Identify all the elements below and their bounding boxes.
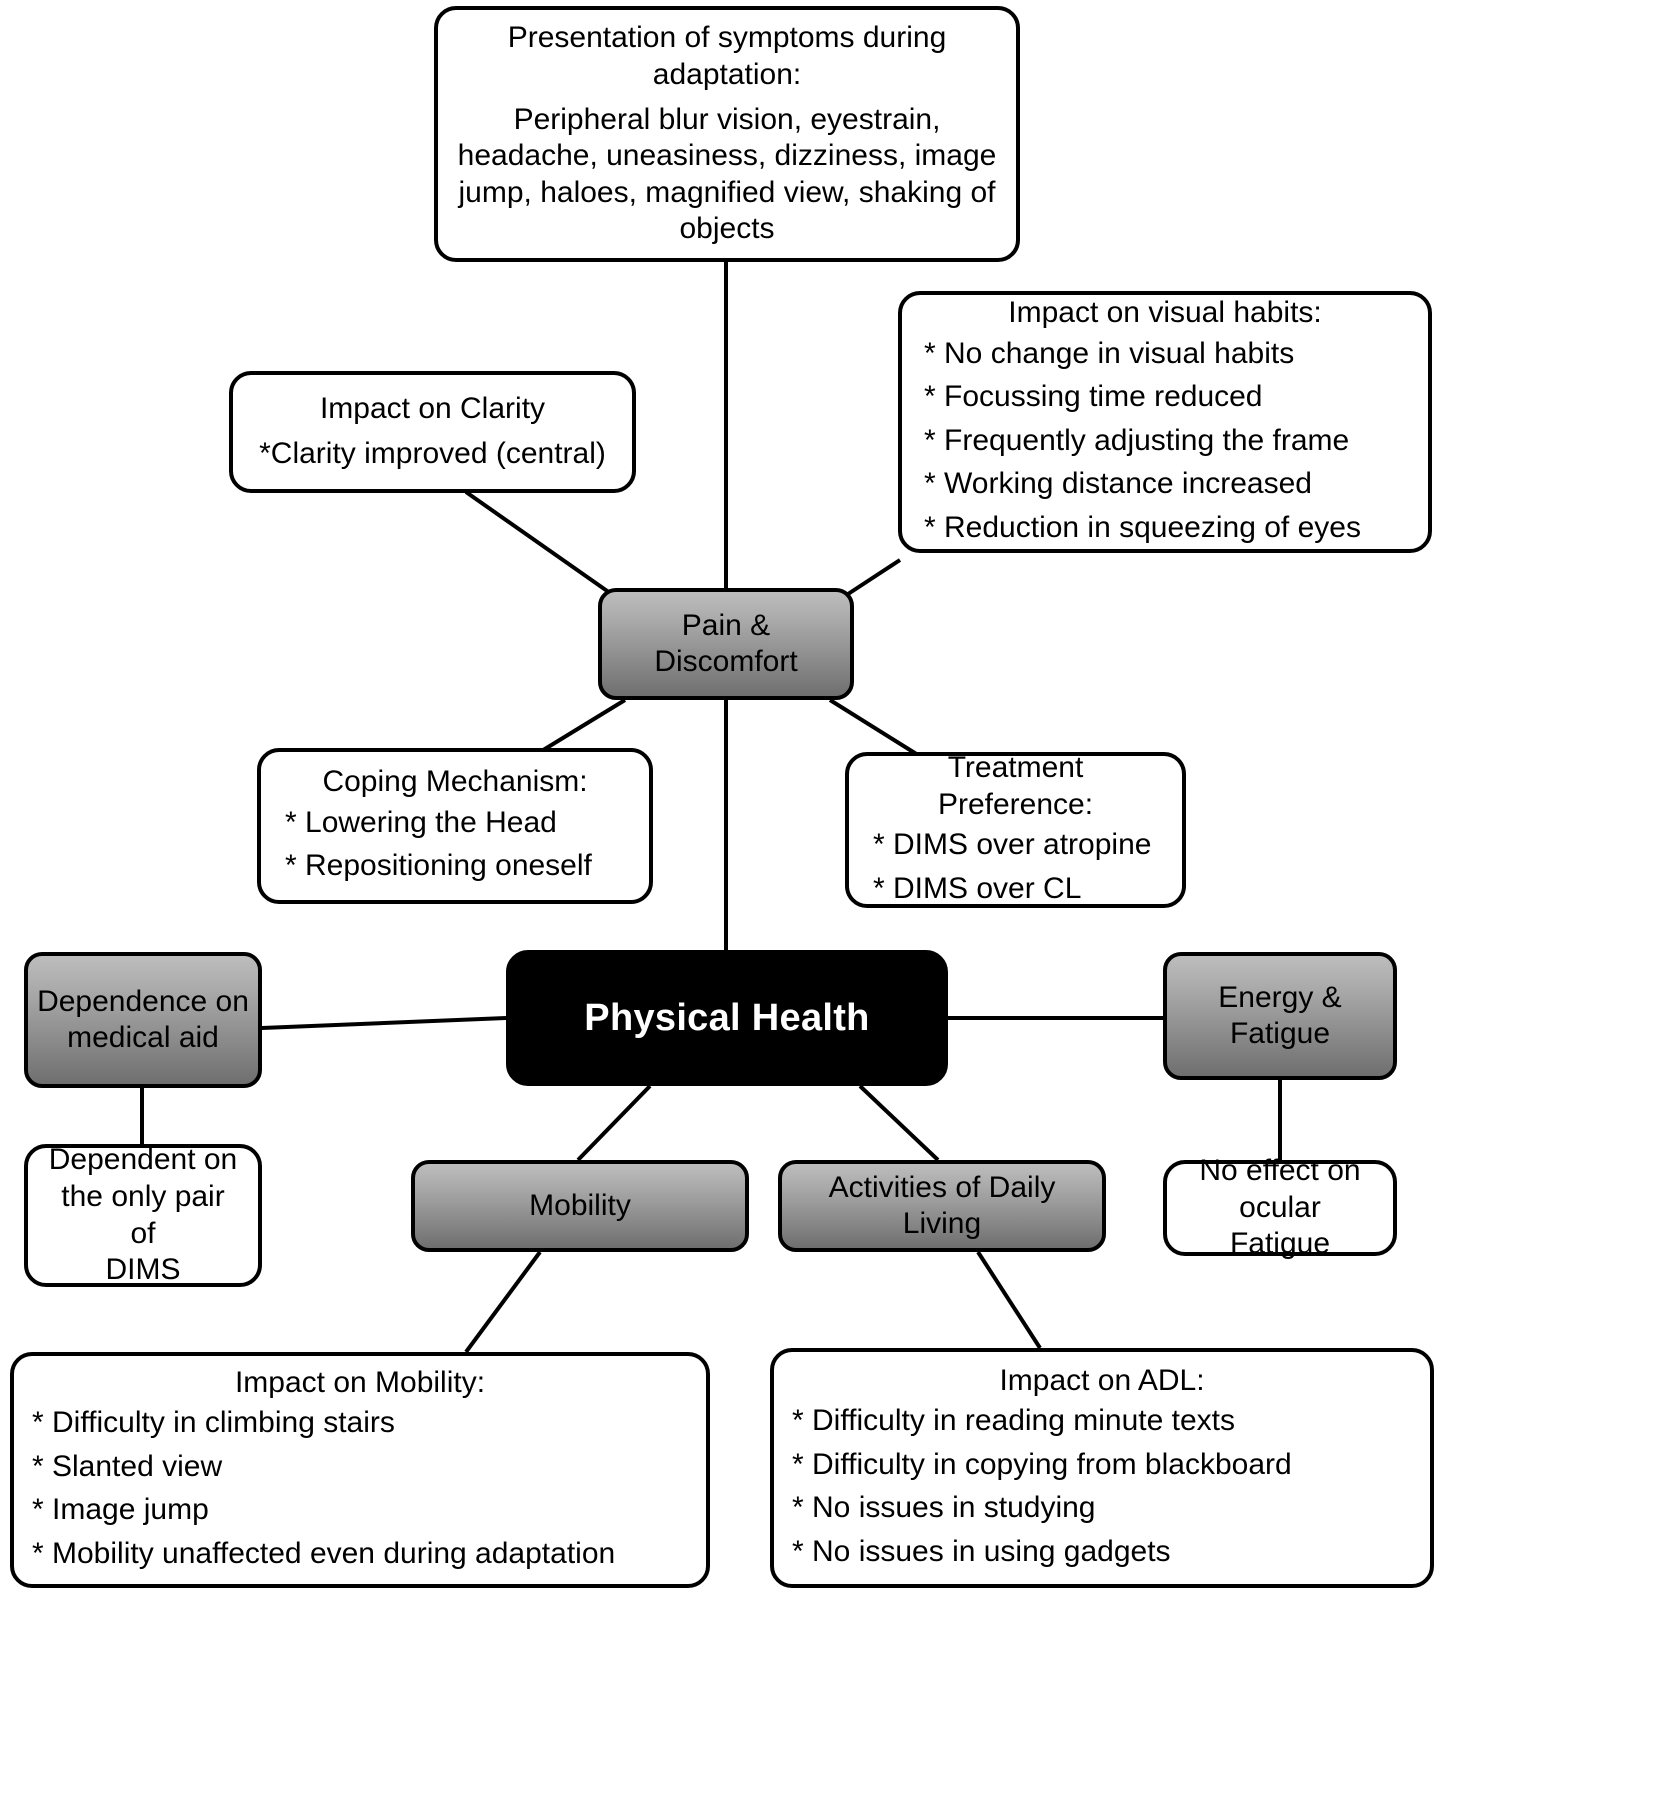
list-item: * Lowering the Head bbox=[285, 805, 557, 839]
edge-root-dependence bbox=[261, 1016, 507, 1030]
list-item: * Image jump bbox=[32, 1493, 209, 1527]
list-item: * Mobility unaffected even during adapta… bbox=[32, 1536, 616, 1570]
theme-node-pain-discomfort[interactable]: Pain & Discomfort bbox=[598, 588, 854, 700]
edge-pain-treatment bbox=[828, 698, 920, 757]
list-item: * DIMS over atropine bbox=[873, 828, 1152, 862]
callout-visual-habits: Impact on visual habits: * No change in … bbox=[898, 291, 1432, 553]
list-item: * Reduction in squeezing of eyes bbox=[924, 510, 1361, 544]
callout-visual-habits-list: * No change in visual habits * Focussing… bbox=[924, 332, 1406, 550]
callout-symptoms-body: Peripheral blur vision, eyestrain, heada… bbox=[457, 102, 997, 246]
callout-visual-habits-title: Impact on visual habits: bbox=[1008, 295, 1322, 329]
theme-node-energy-and-fatigue[interactable]: Energy & Fatigue bbox=[1163, 952, 1397, 1080]
edge-adl-impact bbox=[976, 1250, 1042, 1350]
callout-dependent-on-only-pair: Dependent on the only pair of DIMS bbox=[24, 1143, 262, 1287]
list-item: * Working distance increased bbox=[924, 467, 1312, 501]
theme-node-label: Activities of Daily Living bbox=[828, 1171, 1056, 1240]
callout-symptoms: Presentation of symptoms during adaptati… bbox=[434, 6, 1020, 262]
callout-clarity-body: *Clarity improved (central) bbox=[259, 437, 606, 470]
edge-visualhabits-pain bbox=[843, 558, 902, 598]
callout-adl-list: * Difficulty in reading minute texts * D… bbox=[792, 1399, 1412, 1573]
list-item: * Repositioning oneself bbox=[285, 849, 592, 883]
root-node-physical-health[interactable]: Physical Health bbox=[506, 950, 948, 1086]
edge-clarity-pain bbox=[464, 490, 622, 602]
callout-treatment-preference: Treatment Preference: * DIMS over atropi… bbox=[845, 750, 1186, 910]
callout-coping-mechanism: Coping Mechanism: * Lowering the Head * … bbox=[257, 748, 653, 904]
list-item: * Slanted view bbox=[32, 1449, 223, 1483]
edge-root-mobility bbox=[576, 1084, 652, 1162]
callout-coping-title: Coping Mechanism: bbox=[322, 765, 588, 799]
callout-treatment-title: Treatment Preference: bbox=[937, 750, 1094, 821]
edge-root-adl bbox=[858, 1084, 940, 1162]
list-item: * DIMS over CL bbox=[873, 871, 1082, 905]
callout-impact-on-mobility: Impact on Mobility: * Difficulty in clim… bbox=[10, 1352, 710, 1588]
list-item: * Focussing time reduced bbox=[924, 380, 1263, 414]
theme-node-label: Energy & Fatigue bbox=[1218, 981, 1342, 1050]
theme-node-label: Pain & Discomfort bbox=[654, 609, 798, 678]
edge-pain-coping bbox=[538, 698, 627, 754]
callout-clarity: Impact on Clarity *Clarity improved (cen… bbox=[229, 371, 636, 493]
theme-node-label: Dependence on medical aid bbox=[37, 985, 249, 1054]
callout-impact-on-adl: Impact on ADL: * Difficulty in reading m… bbox=[770, 1348, 1434, 1588]
list-item: * Difficulty in reading minute texts bbox=[792, 1404, 1235, 1438]
list-item: * Difficulty in climbing stairs bbox=[32, 1406, 395, 1440]
list-item: * No issues in using gadgets bbox=[792, 1534, 1171, 1568]
callout-no-effect-ocular-fatigue: No effect on ocular Fatigue bbox=[1163, 1154, 1397, 1260]
theme-node-label: Mobility bbox=[529, 1189, 631, 1222]
callout-ocular-fatigue-body: No effect on ocular Fatigue bbox=[1199, 1154, 1361, 1261]
spacer bbox=[456, 93, 998, 101]
callout-mobility-list: * Difficulty in climbing stairs * Slante… bbox=[32, 1401, 688, 1575]
list-item: * Frequently adjusting the frame bbox=[924, 423, 1350, 457]
list-item: * Difficulty in copying from blackboard bbox=[792, 1447, 1292, 1481]
theme-node-dependence-on-medical-aid[interactable]: Dependence on medical aid bbox=[24, 952, 262, 1088]
root-node-label: Physical Health bbox=[584, 996, 870, 1039]
callout-coping-list: * Lowering the Head * Repositioning ones… bbox=[285, 801, 625, 888]
theme-node-mobility[interactable]: Mobility bbox=[411, 1160, 749, 1252]
list-item: * No issues in studying bbox=[792, 1491, 1096, 1525]
callout-dependent-body: Dependent on the only pair of DIMS bbox=[48, 1143, 238, 1287]
callout-symptoms-title: Presentation of symptoms during adaptati… bbox=[507, 21, 947, 91]
callout-adl-title: Impact on ADL: bbox=[999, 1363, 1205, 1397]
edge-mobility-impact bbox=[464, 1250, 542, 1354]
callout-treatment-list: * DIMS over atropine * DIMS over CL bbox=[873, 823, 1158, 910]
theme-node-activities-of-daily-living[interactable]: Activities of Daily Living bbox=[778, 1160, 1106, 1252]
list-item: * No change in visual habits bbox=[924, 336, 1295, 370]
callout-clarity-title: Impact on Clarity bbox=[319, 392, 546, 426]
callout-mobility-title: Impact on Mobility: bbox=[234, 1365, 486, 1399]
